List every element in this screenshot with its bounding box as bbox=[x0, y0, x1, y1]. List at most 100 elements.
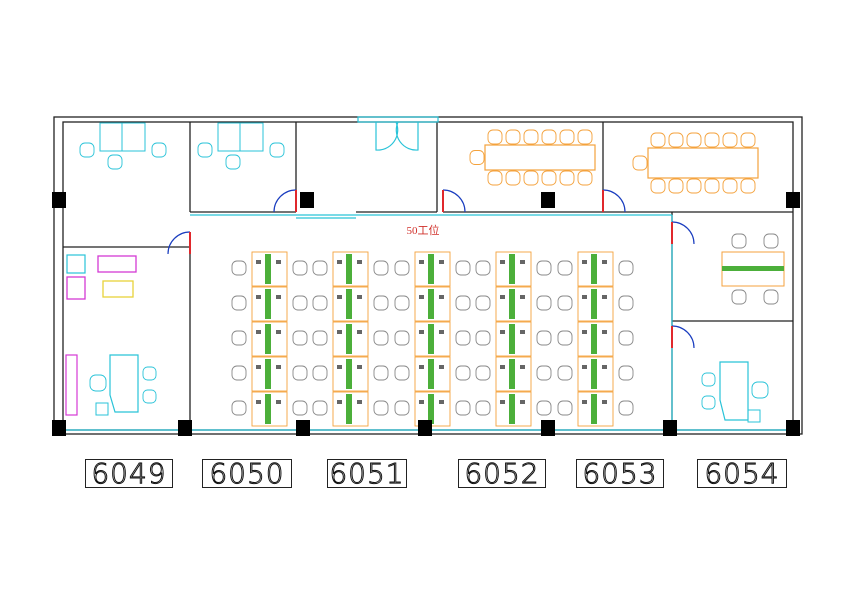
monitor bbox=[520, 400, 525, 404]
meeting-chair bbox=[577, 170, 593, 186]
monitor bbox=[582, 330, 587, 334]
workstation-chair bbox=[394, 365, 410, 381]
workstation-chair bbox=[231, 295, 247, 311]
monitor bbox=[276, 295, 281, 299]
meeting-chair bbox=[668, 178, 684, 194]
column bbox=[541, 420, 555, 436]
workstation-desk bbox=[577, 356, 614, 392]
workstation-chair bbox=[557, 330, 573, 346]
office-chair bbox=[151, 142, 167, 158]
workstation-chair bbox=[394, 260, 410, 276]
meeting-chair bbox=[487, 129, 503, 145]
workstation-chair bbox=[312, 400, 328, 416]
meeting-chair-end bbox=[469, 150, 485, 165]
side-room-chair bbox=[731, 233, 747, 249]
entrance-frame bbox=[357, 116, 439, 123]
desk-divider bbox=[591, 254, 597, 284]
workstation-desk bbox=[414, 356, 451, 392]
workstation-chair bbox=[373, 260, 389, 276]
guest-chair bbox=[701, 395, 716, 410]
office-chair bbox=[107, 154, 123, 170]
monitor bbox=[337, 365, 342, 369]
desk-divider bbox=[509, 324, 515, 354]
workstation-chair bbox=[536, 330, 552, 346]
meeting-chair bbox=[559, 129, 575, 145]
workstation-desk bbox=[414, 251, 451, 287]
workstation-chair bbox=[394, 295, 410, 311]
desk-divider bbox=[591, 359, 597, 389]
workstation-desk bbox=[414, 321, 451, 357]
workstation-chair bbox=[618, 400, 634, 416]
desk-divider bbox=[265, 359, 271, 389]
monitor bbox=[419, 260, 424, 264]
workstation-desk bbox=[332, 356, 369, 392]
monitor bbox=[439, 400, 444, 404]
doors bbox=[167, 116, 695, 349]
desk-divider bbox=[428, 254, 434, 284]
column bbox=[786, 192, 800, 208]
workstation-chair bbox=[557, 365, 573, 381]
entrance-door-right bbox=[395, 121, 419, 151]
manager-chair bbox=[751, 381, 769, 399]
monitor bbox=[276, 260, 281, 264]
workstation-desk bbox=[414, 286, 451, 322]
meeting-chair bbox=[740, 132, 756, 148]
unit-number-box: 6049 bbox=[85, 459, 173, 488]
workstation-desk bbox=[577, 321, 614, 357]
workstation-chair bbox=[618, 295, 634, 311]
meeting-chair bbox=[505, 170, 521, 186]
workstation-chair bbox=[231, 260, 247, 276]
guest-chair bbox=[142, 366, 157, 381]
meeting-chair bbox=[487, 170, 503, 186]
workstation-desk bbox=[251, 321, 288, 357]
workstation-chair bbox=[292, 330, 308, 346]
monitor bbox=[500, 400, 505, 404]
monitor bbox=[439, 330, 444, 334]
workstation-chair bbox=[557, 400, 573, 416]
monitor bbox=[419, 295, 424, 299]
door-office-6049 bbox=[167, 231, 191, 255]
side-room-chair bbox=[763, 233, 779, 249]
monitor bbox=[500, 295, 505, 299]
executive-desk bbox=[109, 354, 139, 413]
desk-divider bbox=[428, 289, 434, 319]
unit-number: 6053 bbox=[582, 456, 658, 490]
monitor bbox=[256, 400, 261, 404]
meeting-chair bbox=[686, 132, 702, 148]
workstation-chair bbox=[557, 295, 573, 311]
desk-divider bbox=[509, 359, 515, 389]
workstation-chair bbox=[455, 365, 471, 381]
workstation-chair bbox=[618, 365, 634, 381]
monitor bbox=[439, 260, 444, 264]
workstation-chair bbox=[455, 260, 471, 276]
executive-chair bbox=[89, 374, 107, 392]
workstation-chair bbox=[373, 295, 389, 311]
meeting-chair bbox=[668, 132, 684, 148]
monitor bbox=[602, 295, 607, 299]
workstation-chair bbox=[475, 260, 491, 276]
door-meeting-b bbox=[602, 189, 626, 213]
workstation-chair bbox=[618, 260, 634, 276]
workstation-chair bbox=[231, 330, 247, 346]
meeting-chair bbox=[559, 170, 575, 186]
column bbox=[52, 192, 66, 208]
workstation-desk bbox=[577, 391, 614, 427]
armchair bbox=[66, 276, 86, 300]
monitor bbox=[520, 365, 525, 369]
workstation-chair bbox=[292, 260, 308, 276]
meeting-table-a bbox=[484, 144, 596, 171]
workstation-chair bbox=[312, 365, 328, 381]
office-chair bbox=[79, 142, 95, 158]
column bbox=[296, 420, 310, 436]
monitor bbox=[419, 400, 424, 404]
monitor bbox=[419, 365, 424, 369]
workstation-desk bbox=[495, 391, 532, 427]
workstation-desk bbox=[495, 321, 532, 357]
unit-number-box: 6052 bbox=[458, 459, 546, 488]
meeting-table-b bbox=[647, 147, 759, 179]
side-room-divider bbox=[722, 266, 784, 271]
desk-divider bbox=[346, 254, 352, 284]
workstation-desk bbox=[251, 391, 288, 427]
meeting-chair bbox=[722, 178, 738, 194]
